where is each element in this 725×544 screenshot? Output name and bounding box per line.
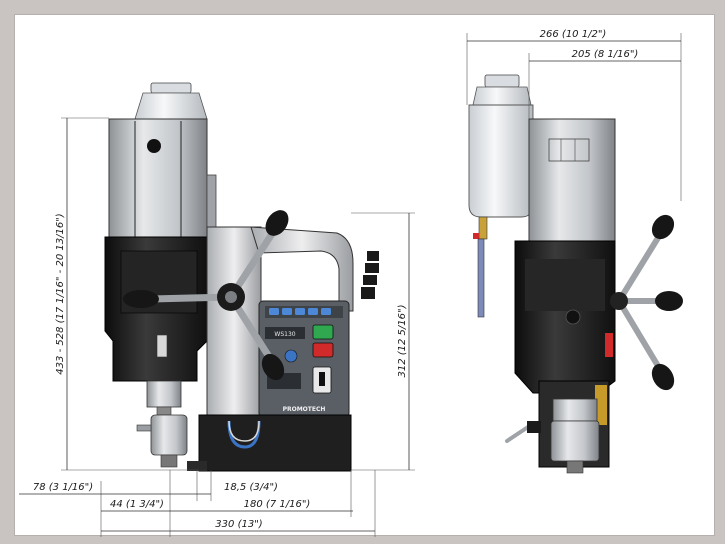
- front-view-machine: WS130 PROMOTECH: [104, 82, 379, 472]
- dim-side-width-266: 266 (10 1/2"): [540, 29, 607, 40]
- dim-height-312: 312 (12 5/16"): [397, 304, 408, 377]
- dim-offset-78: 78 (3 1/16"): [33, 482, 93, 493]
- panel-model-label: WS130: [274, 331, 295, 338]
- feed-handle: [123, 210, 289, 381]
- side-view-machine: [468, 74, 683, 474]
- dim-side-width-205: 205 (8 1/16"): [572, 49, 639, 60]
- dimension-lines: [19, 33, 682, 537]
- dim-offset-44: 44 (1 3/4"): [110, 499, 164, 510]
- side-feed-handle: [610, 214, 683, 391]
- dim-width-180: 180 (7 1/16"): [244, 499, 311, 510]
- dim-total-width-330: 330 (13"): [215, 519, 262, 530]
- drawing-frame: WS130 PROMOTECH: [14, 14, 715, 537]
- motor-screw-icon: [147, 139, 161, 153]
- control-panel: WS130 PROMOTECH: [258, 300, 350, 418]
- dim-offset-18-5: 18,5 (3/4"): [224, 482, 278, 493]
- panel-brand-label: PROMOTECH: [283, 406, 326, 413]
- blue-speed-button: [284, 349, 298, 363]
- technical-drawing: WS130 PROMOTECH: [19, 29, 683, 537]
- dim-height-range: 433 - 528 (17 1/16" - 20 13/16"): [55, 213, 66, 374]
- green-start-button: [312, 324, 334, 340]
- red-stop-button: [312, 342, 334, 358]
- cable-gland: [361, 251, 379, 299]
